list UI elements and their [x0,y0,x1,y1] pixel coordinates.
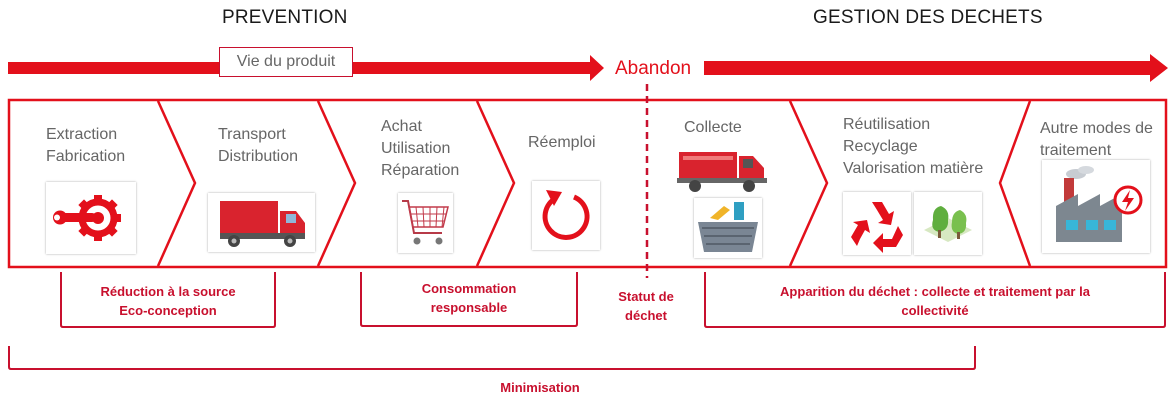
bracket-apparition [704,272,1166,328]
factory-icon [1042,160,1150,253]
lifecycle-arrow-right [704,54,1168,82]
gestion-header: GESTION DES DECHETS [813,7,1043,28]
stage-label-transport: Transport Distribution [218,126,299,165]
statut-dechet-label: Statut de déchet [604,287,688,325]
bracket-minimisation [8,346,976,370]
truck-icon [208,193,315,252]
trees-icon [914,192,982,255]
waste-basket-icon [694,198,762,258]
reuse-arrow-icon [532,181,600,250]
stage-label-autre: Autre modes de traitement [1040,120,1153,159]
garbage-truck-icon [675,146,775,194]
apparition-label: Apparition du déchet : collecte et trait… [780,284,1090,318]
wrench-gear-icon [46,182,136,254]
stage-label-collecte: Collecte [684,119,742,136]
vie-du-produit-box: Vie du produit [219,47,353,77]
reduction-source-label: Réduction à la source Eco-conception [100,284,236,318]
prevention-header: PREVENTION [222,7,348,28]
stage-frame [7,98,1168,269]
vie-du-produit-label: Vie du produit [236,53,336,70]
stage-label-extraction: Extraction Fabrication [46,126,126,165]
chevron-4 [788,100,829,267]
chevron-5 [998,100,1032,267]
abandon-label: Abandon [613,58,694,80]
stage-label-reutilisation: Réutilisation Recyclage Valorisation mat… [843,116,984,177]
bracket-reduction [60,272,276,328]
consommation-label: Consommation responsable [421,281,517,315]
chevron-3 [475,100,516,267]
minimisation-label: Minimisation [500,380,580,395]
stage-label-achat: Achat Utilisation Réparation [381,118,460,179]
shopping-cart-icon [398,193,453,253]
recycle-icon [843,192,911,255]
bracket-consommation [360,272,578,327]
stage-label-reemploi: Réemploi [528,134,596,151]
chevron-1 [156,100,197,267]
chevron-2 [316,100,357,267]
